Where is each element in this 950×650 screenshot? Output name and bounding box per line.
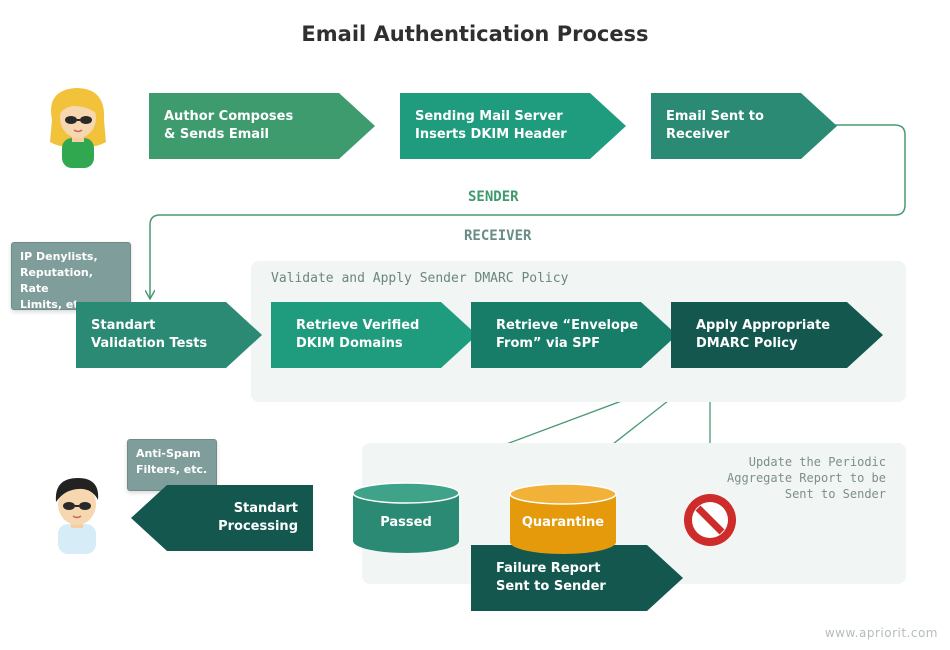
diagram-title: Email Authentication Process [301, 22, 649, 46]
dmarc-panel-title: Validate and Apply Sender DMARC Policy [271, 271, 569, 286]
periodic-report-note: Update the Periodic Aggregate Report to … [727, 455, 886, 501]
receiver-label: RECEIVER [464, 228, 532, 244]
recipient-avatar-icon [55, 478, 99, 554]
passed-label: Passed [380, 515, 432, 530]
watermark: www.apriorit.com [824, 626, 938, 640]
quarantine-cylinder [509, 483, 617, 554]
passed-cylinder [352, 482, 460, 553]
sender-label: SENDER [468, 189, 519, 205]
sender-to-receiver-connector [150, 124, 906, 298]
anti-spam-tag: Anti-Spam Filters, etc. [127, 439, 217, 491]
quarantine-label: Quarantine [521, 515, 605, 530]
no-entry-icon [684, 494, 736, 546]
sender-avatar-icon [50, 88, 106, 168]
ip-denylists-tag: IP Denylists, Reputation, Rate Limits, e… [11, 242, 131, 311]
step-author-composes: Author Composes& Sends Email [149, 93, 375, 159]
